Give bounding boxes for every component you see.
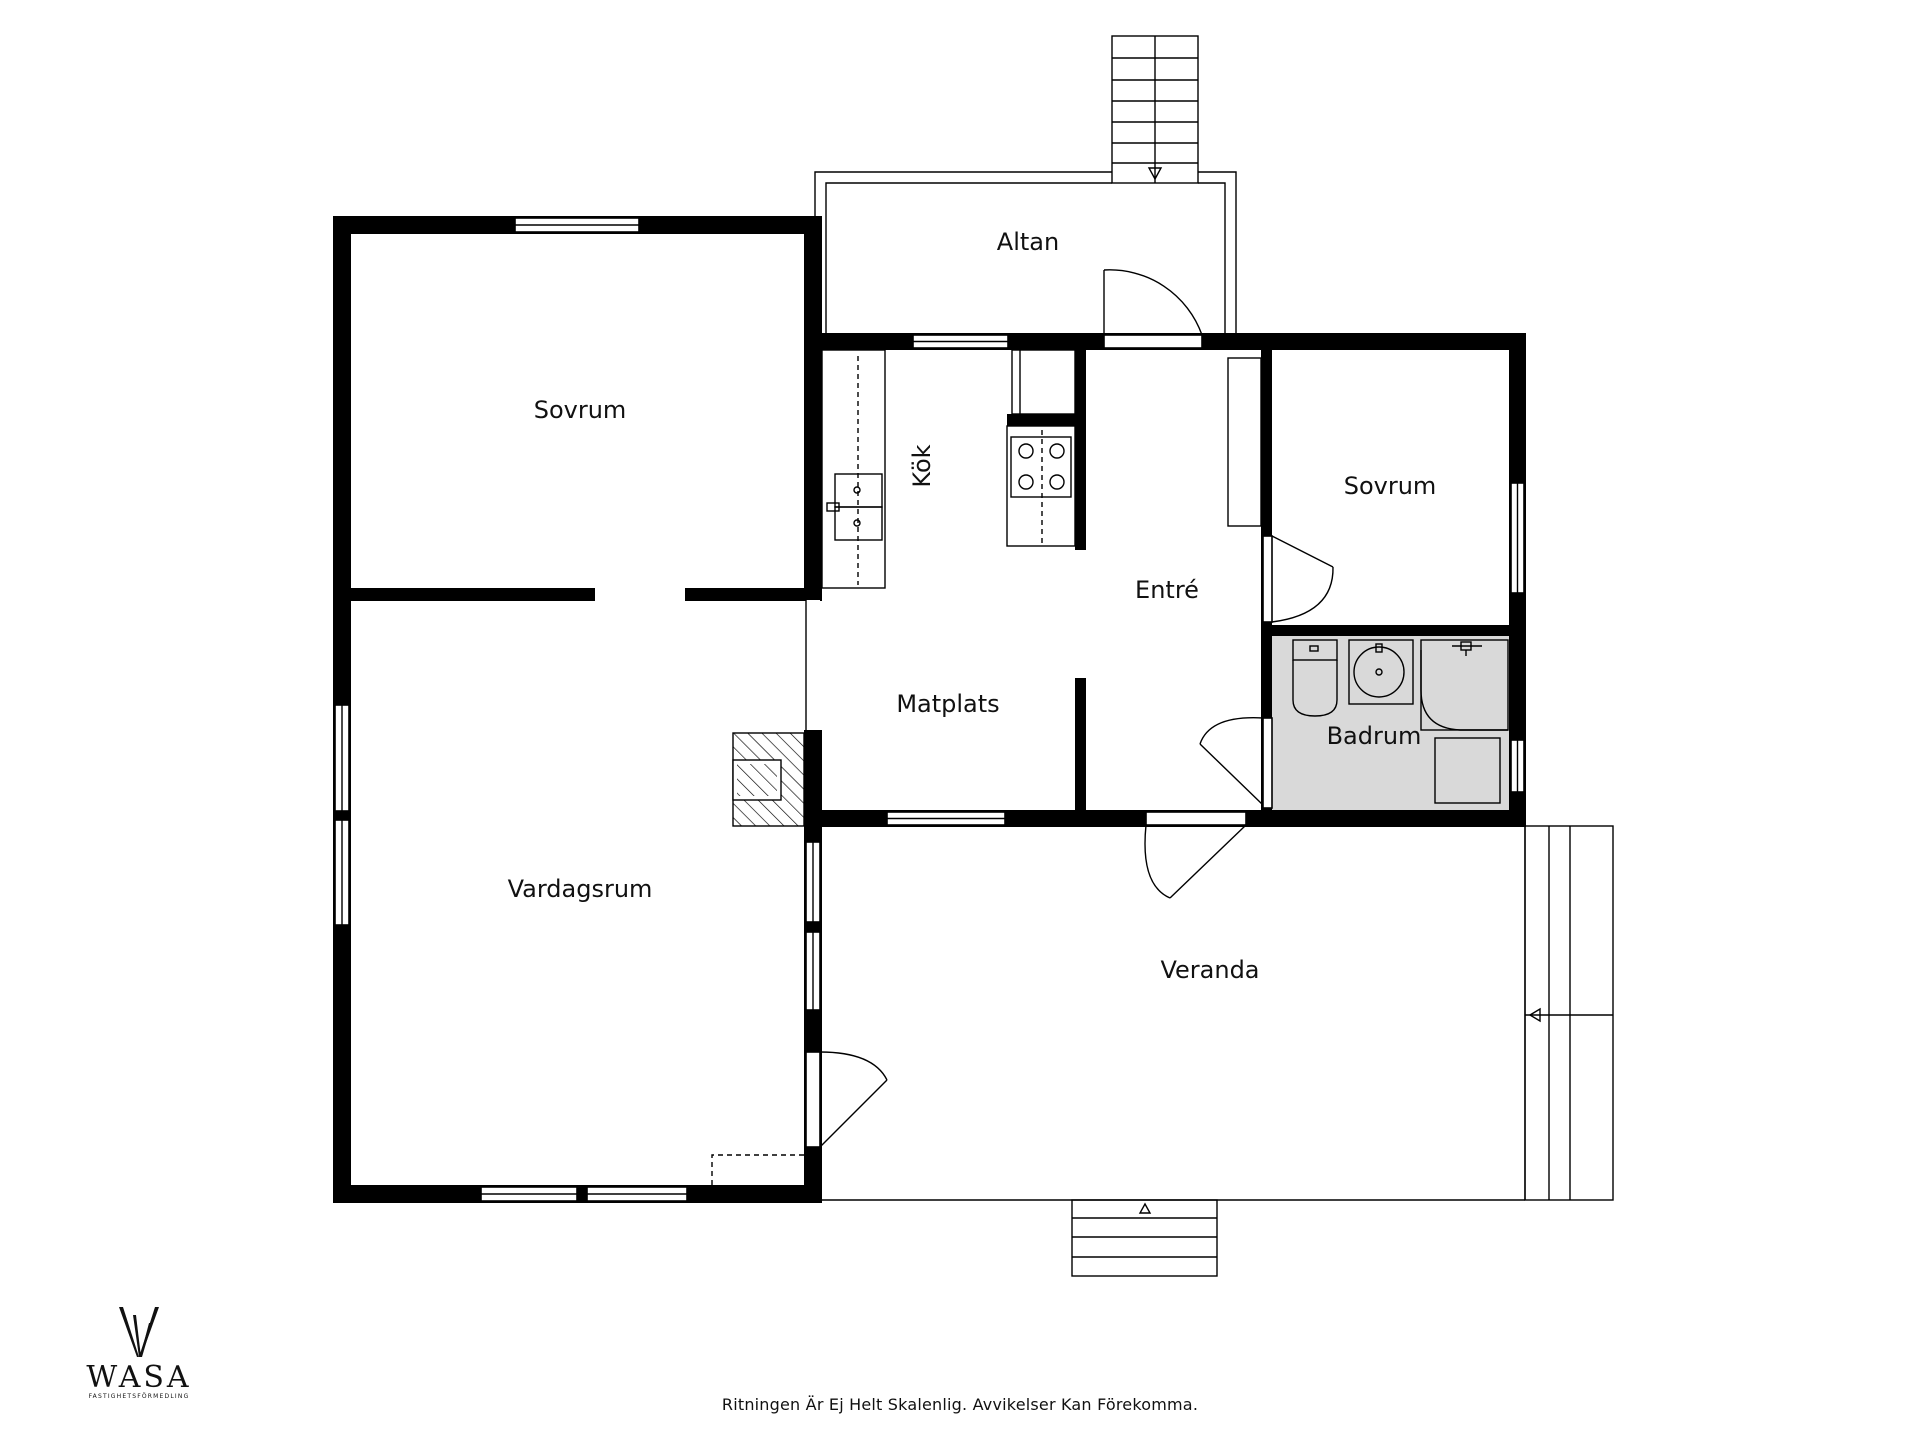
wasa-logo-mark-icon xyxy=(119,1307,159,1357)
room-label-entre: Entré xyxy=(1135,576,1199,604)
room-label-badrum: Badrum xyxy=(1327,722,1422,750)
room-label-sovrum-left: Sovrum xyxy=(534,396,627,424)
top-stairs xyxy=(1111,35,1199,184)
logo-wordmark: WASA xyxy=(86,1360,192,1395)
room-label-sovrum-right: Sovrum xyxy=(1344,472,1437,500)
room-label-veranda: Veranda xyxy=(1160,956,1259,984)
disclaimer-text: Ritningen Är Ej Helt Skalenlig. Avvikels… xyxy=(721,1395,1199,1414)
living-dashed-mark xyxy=(711,1154,804,1185)
logo-subtitle: FASTIGHETSFÖRMEDLING xyxy=(88,1393,190,1400)
bathroom-floor xyxy=(1270,636,1510,810)
fireplace xyxy=(732,732,805,827)
room-label-kok: Kök xyxy=(908,444,936,487)
entre-wardrobe xyxy=(1227,357,1262,527)
wasa-logo: WASA FASTIGHETSFÖRMEDLING xyxy=(78,1305,200,1400)
kitchen-fixtures xyxy=(821,349,1076,589)
altan-deck xyxy=(814,171,1237,341)
room-label-vardagsrum: Vardagsrum xyxy=(508,875,653,903)
room-label-altan: Altan xyxy=(997,228,1059,256)
bathroom-fixtures xyxy=(1292,639,1509,804)
openings xyxy=(595,550,1085,730)
bottom-stairs xyxy=(1071,1199,1218,1277)
room-labels: Altan Sovrum Kök Sovrum Entré Matplats B… xyxy=(508,228,1437,984)
room-label-matplats: Matplats xyxy=(896,690,999,718)
veranda-outline xyxy=(820,825,1614,1201)
doors xyxy=(805,269,1334,1148)
